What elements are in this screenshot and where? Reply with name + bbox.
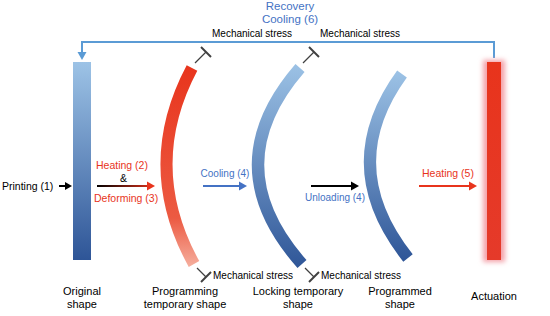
arrow-head <box>147 182 155 191</box>
step-label: Unloading (4) <box>305 192 365 204</box>
stress-label: Mechanical stress <box>212 28 292 40</box>
shape-caption: Actuation <box>464 290 524 303</box>
programmed-arc-shape <box>362 68 416 264</box>
step-label: Recovery <box>266 0 315 14</box>
process-arrow <box>311 182 359 191</box>
original-bar <box>73 62 91 260</box>
actuation-bar: Actuation <box>480 58 508 264</box>
process-arrow <box>78 42 495 60</box>
step-label: Heating (2) <box>96 159 148 172</box>
shape-caption: Locking temporary shape <box>243 285 353 311</box>
arrow-line <box>82 42 494 58</box>
arrow-head <box>78 52 87 60</box>
actuation-bar-shape <box>480 58 508 264</box>
process-arrow <box>419 182 477 191</box>
arrow-line <box>97 185 149 187</box>
stress-handles <box>195 47 319 282</box>
printing-arrow <box>59 182 72 190</box>
step-label: Heating (5) <box>422 167 474 180</box>
locking-arc <box>258 68 302 264</box>
locking-arc-shape <box>250 60 308 270</box>
shape-caption: Original shape <box>55 285 110 311</box>
original-bar: Original shape <box>70 60 94 262</box>
step-label: Cooling (4) <box>201 168 250 180</box>
stress-label: Mechanical stress <box>320 28 400 40</box>
arrow-line <box>419 185 471 187</box>
programming-arc <box>166 68 194 264</box>
programmed-arc: Programmed shape <box>362 68 416 264</box>
step-label: Cooling (6) <box>262 13 318 27</box>
actuation-glow <box>483 60 505 262</box>
process-arrow <box>203 182 247 191</box>
stress-label: Mechanical stress <box>213 270 293 282</box>
locking-arc: Locking temporary shape <box>250 60 308 270</box>
step-label: Printing (1) <box>2 180 53 193</box>
original-bar-shape <box>70 60 94 262</box>
programming-arc: Programming temporary shape <box>158 60 200 270</box>
programmed-arc <box>370 74 408 258</box>
arrow-line <box>311 185 353 187</box>
programming-arc-shape <box>158 60 200 270</box>
shape-caption: Programming temporary shape <box>135 285 235 311</box>
arrow-line <box>203 185 241 187</box>
stress-label: Mechanical stress <box>321 270 401 282</box>
step-label: Deforming (3) <box>94 192 158 205</box>
arrow-head <box>469 182 477 191</box>
step-label: & <box>120 172 127 185</box>
arrow-head <box>351 182 359 191</box>
arrow-head <box>239 182 247 191</box>
actuation-bar <box>487 62 501 260</box>
shape-caption: Programmed shape <box>365 285 435 311</box>
